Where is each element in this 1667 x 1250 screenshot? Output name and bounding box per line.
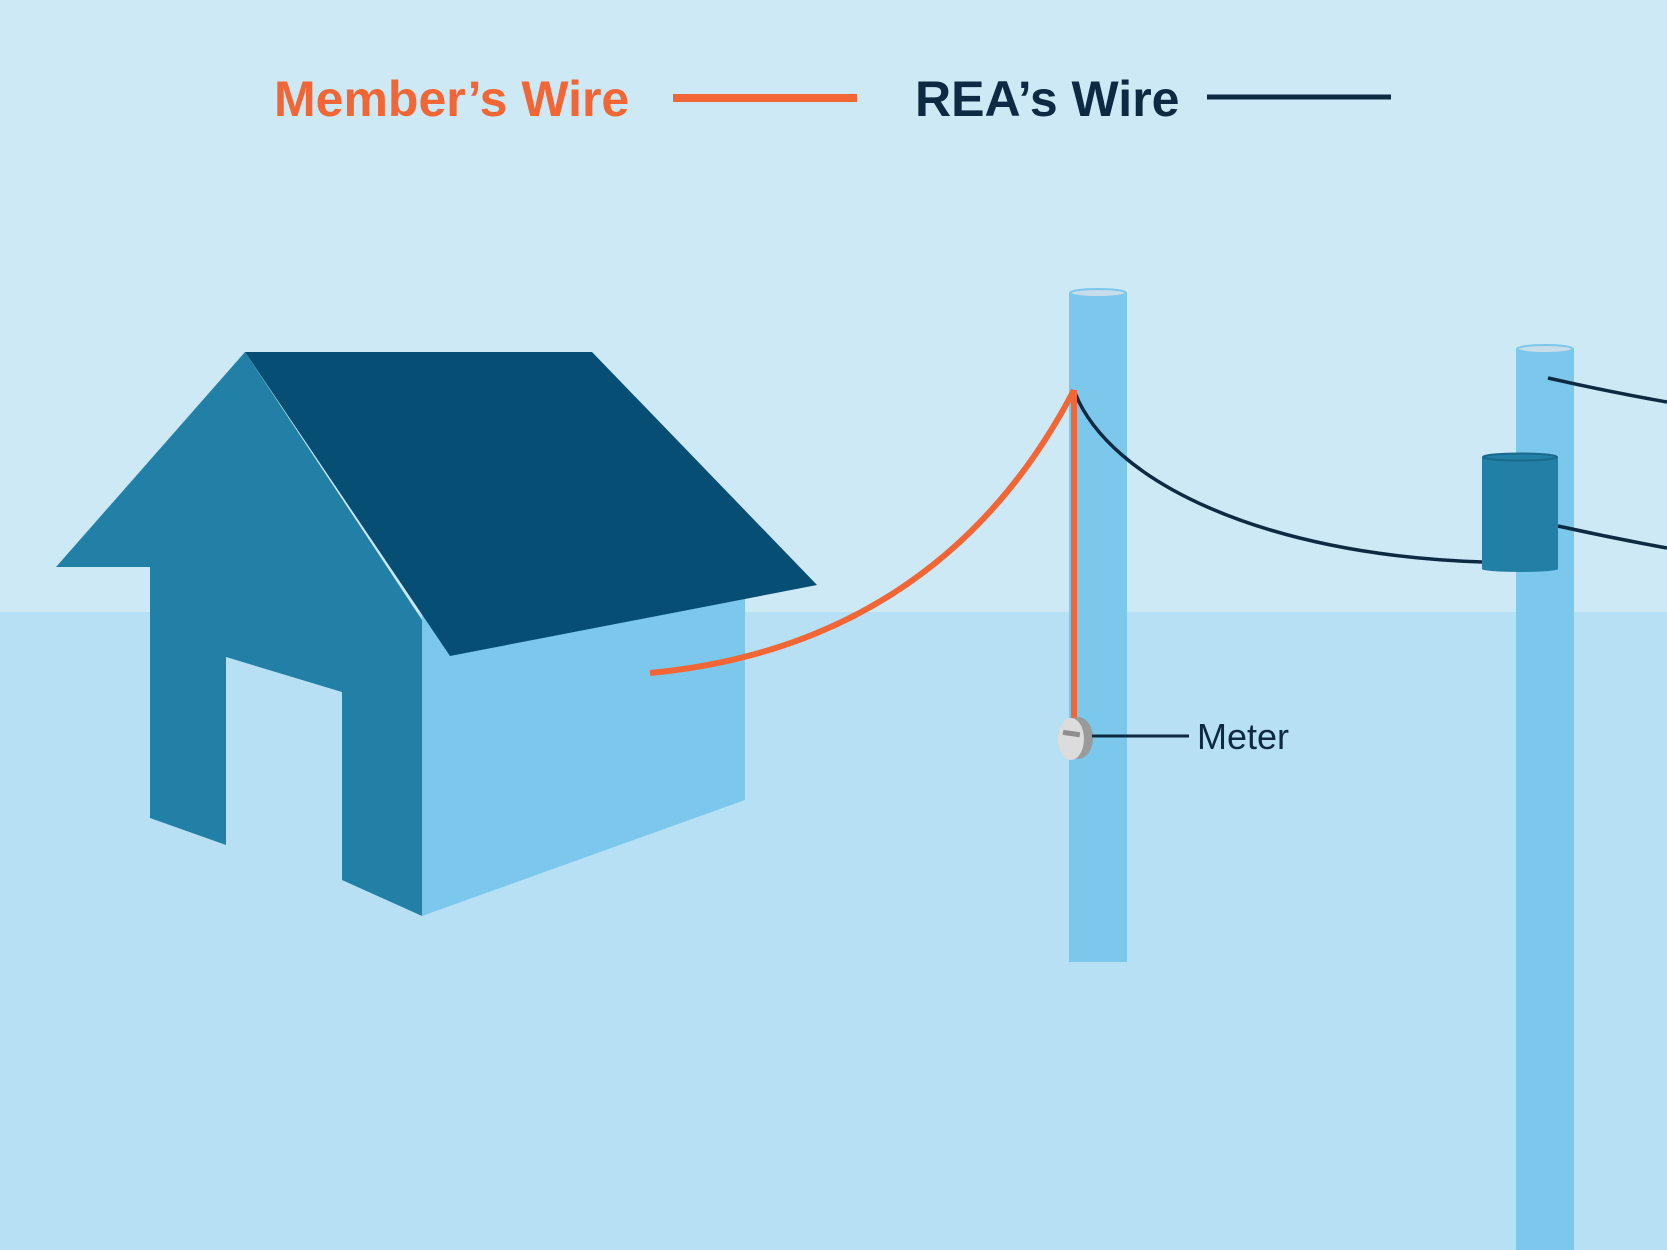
rea-wire-transformer-out [1557, 524, 1667, 550]
legend: Member’s Wire REA’s Wire [274, 71, 1391, 127]
rea-wire-upper [1547, 376, 1667, 404]
meter-pole-top [1069, 288, 1127, 298]
meter-face [1058, 718, 1084, 760]
legend-rea-wire-label: REA’s Wire [915, 71, 1179, 127]
meter-pole [1069, 288, 1127, 962]
meter-dial [1062, 729, 1081, 738]
legend-member-wire-label: Member’s Wire [274, 71, 629, 127]
meter-label: Meter [1197, 716, 1289, 757]
transformer-bottom [1482, 566, 1558, 572]
transformer-top [1482, 452, 1558, 462]
meter [1058, 717, 1093, 760]
meter-pole-shaft [1069, 293, 1127, 962]
ground-background [0, 612, 1667, 1250]
member-wire-to-house [649, 388, 1077, 676]
transformer-body [1482, 457, 1558, 569]
transformer-pole-top [1516, 344, 1574, 354]
transformer [1482, 452, 1558, 572]
house-front-gable [56, 352, 422, 916]
rea-wire-service-drop [1073, 392, 1484, 564]
house-roof [245, 352, 817, 656]
